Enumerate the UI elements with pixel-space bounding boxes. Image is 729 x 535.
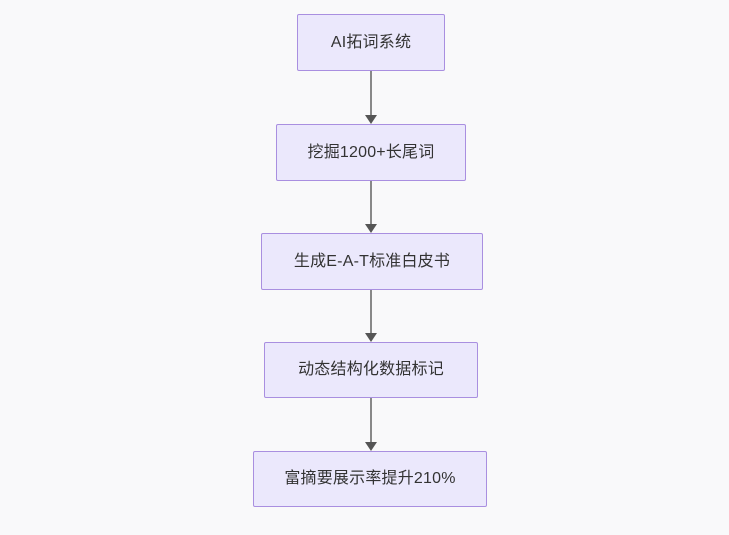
flow-node-dynamic-structured-data-markup[interactable]: 动态结构化数据标记 xyxy=(264,342,478,398)
arrowhead-icon xyxy=(365,224,377,233)
edge-n3-n4 xyxy=(359,290,383,342)
edge-line xyxy=(370,181,372,225)
flow-node-label: 生成E-A-T标准白皮书 xyxy=(293,252,451,270)
edge-line xyxy=(370,398,372,443)
flow-node-label: 挖掘1200+长尾词 xyxy=(307,143,435,161)
flow-node-label: 富摘要展示率提升210% xyxy=(284,470,456,487)
edge-n1-n2 xyxy=(359,71,383,124)
edge-n4-n5 xyxy=(359,398,383,451)
flow-node-generate-eat-whitepaper[interactable]: 生成E-A-T标准白皮书 xyxy=(261,233,483,290)
flow-node-rich-snippet-rate-increase[interactable]: 富摘要展示率提升210% xyxy=(253,451,487,507)
arrowhead-icon xyxy=(365,333,377,342)
flow-node-label: 动态结构化数据标记 xyxy=(298,361,444,378)
edge-n2-n3 xyxy=(359,181,383,233)
flow-node-mine-longtail-keywords[interactable]: 挖掘1200+长尾词 xyxy=(276,124,466,181)
edge-line xyxy=(370,71,372,116)
flow-node-label: AI拓词系统 xyxy=(330,33,412,51)
flow-node-ai-keyword-system[interactable]: AI拓词系统 xyxy=(297,14,445,71)
arrowhead-icon xyxy=(365,115,377,124)
arrowhead-icon xyxy=(365,442,377,451)
edge-line xyxy=(370,290,372,334)
